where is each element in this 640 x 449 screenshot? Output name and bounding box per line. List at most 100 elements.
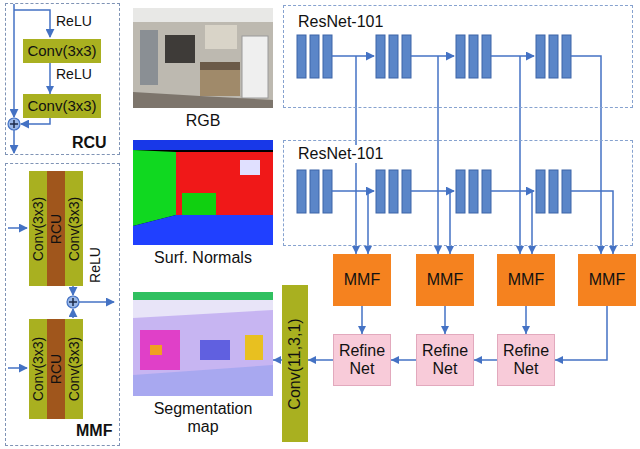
sum-wire xyxy=(72,309,74,318)
box-label: MMF xyxy=(589,271,625,289)
box-label: MMF xyxy=(344,271,380,289)
conv-block: Conv(3x3) xyxy=(29,319,47,419)
cabinet xyxy=(140,330,180,370)
mmf-panel: MMFConv(3x3)RCUConv(3x3)Conv(3x3)RCUConv… xyxy=(5,163,120,446)
connector-line xyxy=(555,306,607,360)
encoder-label: ResNet-101 xyxy=(296,13,385,31)
encoder-box: ResNet-101 xyxy=(283,5,633,108)
input-wire xyxy=(14,10,50,37)
encoder-box: ResNet-101 xyxy=(283,140,633,246)
segmentation-image xyxy=(133,292,273,396)
walls xyxy=(133,292,273,396)
door xyxy=(140,30,158,85)
sum-symbol xyxy=(8,118,20,130)
layer-group xyxy=(456,35,491,78)
connector-line xyxy=(355,108,357,254)
stage-wire xyxy=(491,55,534,57)
arrow-head xyxy=(522,326,530,334)
floor xyxy=(133,215,273,245)
block-label: Conv(3x3) xyxy=(31,337,45,402)
back-wall xyxy=(176,152,273,215)
layer-group xyxy=(297,35,332,78)
arrow-connector xyxy=(555,306,607,364)
image-caption: RGB xyxy=(138,112,268,130)
furniture xyxy=(182,193,216,215)
arrow-head xyxy=(597,246,605,254)
arrow-connector xyxy=(308,356,333,364)
arrow-head xyxy=(446,246,454,254)
arrow-connector xyxy=(474,356,497,364)
block-label: Conv(3x3) xyxy=(27,97,96,114)
block-label: RCU xyxy=(49,354,63,384)
plus-sign xyxy=(69,298,77,306)
box-label: Refine Net xyxy=(502,342,550,379)
block-label: Conv(11,3,1) xyxy=(287,318,303,409)
arrow-connector xyxy=(364,246,372,254)
output-image: Segmentation map xyxy=(133,292,273,396)
layer-group xyxy=(536,35,571,78)
sum-circle xyxy=(8,118,20,130)
arrow-head xyxy=(555,356,563,364)
arrow-connector xyxy=(441,306,449,334)
tap-wire xyxy=(437,56,439,108)
box-label: MMF xyxy=(427,271,463,289)
arrow-head xyxy=(391,356,399,364)
floor xyxy=(133,365,273,396)
background xyxy=(133,140,273,245)
conv-block: Conv(3x3) xyxy=(23,94,101,118)
rcu-block: RCU xyxy=(47,171,65,286)
ceiling xyxy=(133,140,273,150)
block-label: Conv(3x3) xyxy=(31,196,45,261)
refine-box: Refine Net xyxy=(497,334,555,386)
panel-title: MMF xyxy=(76,422,112,440)
arrow-connector xyxy=(434,108,442,254)
tap-wire xyxy=(519,56,521,108)
arrow-head xyxy=(273,356,281,364)
arrow-connector xyxy=(273,356,282,364)
input-image: RGB xyxy=(133,8,273,108)
block-label: Conv(3x3) xyxy=(27,42,96,59)
layer-group xyxy=(376,170,411,213)
arrow-head xyxy=(528,246,536,254)
arrow-connector xyxy=(358,306,366,334)
arrow-head xyxy=(609,246,617,254)
ceiling xyxy=(133,8,273,22)
conv-block: Conv(3x3) xyxy=(65,171,83,286)
sum-circle xyxy=(67,296,79,308)
wall xyxy=(133,8,273,108)
conv-block: Conv(3x3) xyxy=(65,319,83,419)
input-image: Surf. Normals xyxy=(133,140,273,245)
output-wire xyxy=(13,130,15,153)
arrow-connector xyxy=(516,108,524,254)
block-label: Conv(3x3) xyxy=(67,337,81,402)
fusion-box: MMF xyxy=(333,254,391,306)
left-wall xyxy=(133,150,176,226)
arrow-connector xyxy=(352,108,360,254)
object xyxy=(200,340,230,360)
tap-wire xyxy=(449,191,451,246)
arrow-head xyxy=(358,326,366,334)
counter xyxy=(200,62,240,70)
sum-wire xyxy=(72,285,74,295)
stage-wire xyxy=(332,55,374,57)
input-wire xyxy=(8,227,27,229)
arrow-head xyxy=(441,326,449,334)
arrow-connector xyxy=(609,246,617,254)
panel-title: RCU xyxy=(72,134,107,152)
object xyxy=(150,345,162,355)
fridge xyxy=(242,36,268,98)
refine-box: Refine Net xyxy=(416,334,474,386)
arrow-connector xyxy=(46,63,54,94)
arrow-head xyxy=(474,356,482,364)
arrow-connector xyxy=(528,246,536,254)
arrow-head xyxy=(364,246,372,254)
input-wire xyxy=(8,367,27,369)
fusion-box: MMF xyxy=(578,254,636,306)
layer-group xyxy=(456,170,491,213)
connector-line xyxy=(437,108,439,254)
arrow-head xyxy=(516,246,524,254)
tap-wire xyxy=(571,56,601,108)
rcu-wiring xyxy=(14,4,50,153)
tap-wire xyxy=(355,56,357,108)
connector-line xyxy=(519,108,521,254)
